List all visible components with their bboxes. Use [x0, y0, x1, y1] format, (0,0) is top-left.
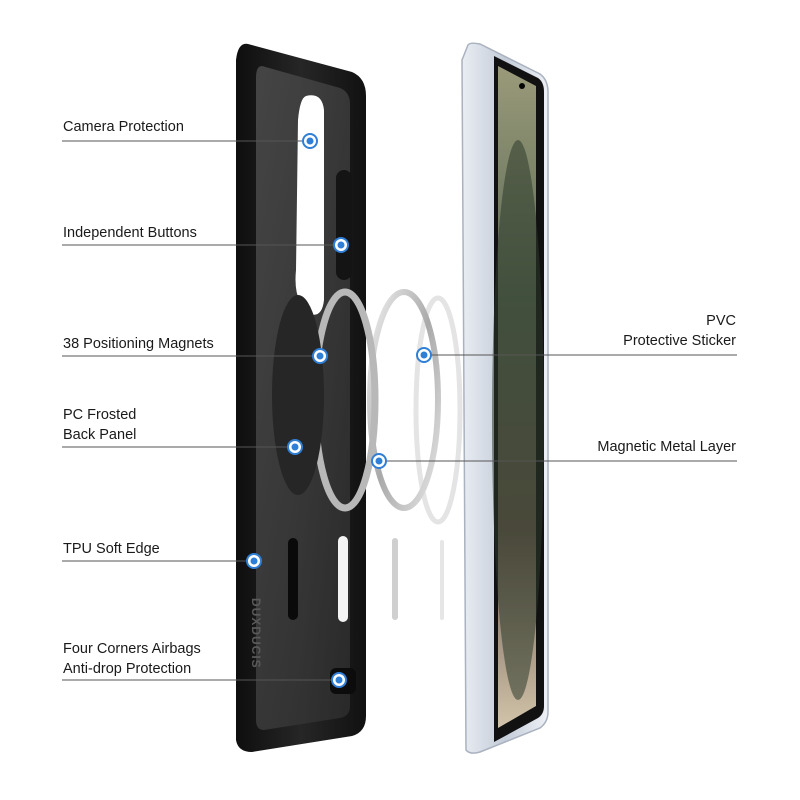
leader-lines [62, 140, 737, 681]
callout-dot-metal [371, 453, 387, 469]
callout-label-magnetic-metal-layer: Magnetic Metal Layer [597, 439, 736, 455]
callout-label-positioning-magnets: 38 Positioning Magnets [63, 336, 214, 352]
callout-dot-camera [302, 133, 318, 149]
callout-dot-panel [287, 439, 303, 455]
callout-dot-buttons [333, 237, 349, 253]
phone-illustration [461, 42, 549, 754]
callout-dot-pvc [416, 347, 432, 363]
magnetic-rings [367, 289, 463, 620]
case-illustration: DUXDUCIS [236, 43, 379, 753]
brand-logo-text: DUXDUCIS [249, 598, 263, 669]
callout-dot-edge [246, 553, 262, 569]
callout-label-pvc-sticker: PVC Protective Sticker [623, 313, 736, 349]
callout-label-camera-protection: Camera Protection [63, 119, 184, 135]
callout-dot-airbags [331, 672, 347, 688]
callout-dot-magnets [312, 348, 328, 364]
callout-label-back-panel: PC Frosted Back Panel [63, 407, 137, 443]
callout-dots [246, 133, 432, 688]
callout-label-tpu-soft-edge: TPU Soft Edge [63, 541, 160, 557]
callout-label-independent-buttons: Independent Buttons [63, 225, 197, 241]
callout-label-corner-airbags: Four Corners Airbags Anti-drop Protectio… [63, 641, 201, 677]
